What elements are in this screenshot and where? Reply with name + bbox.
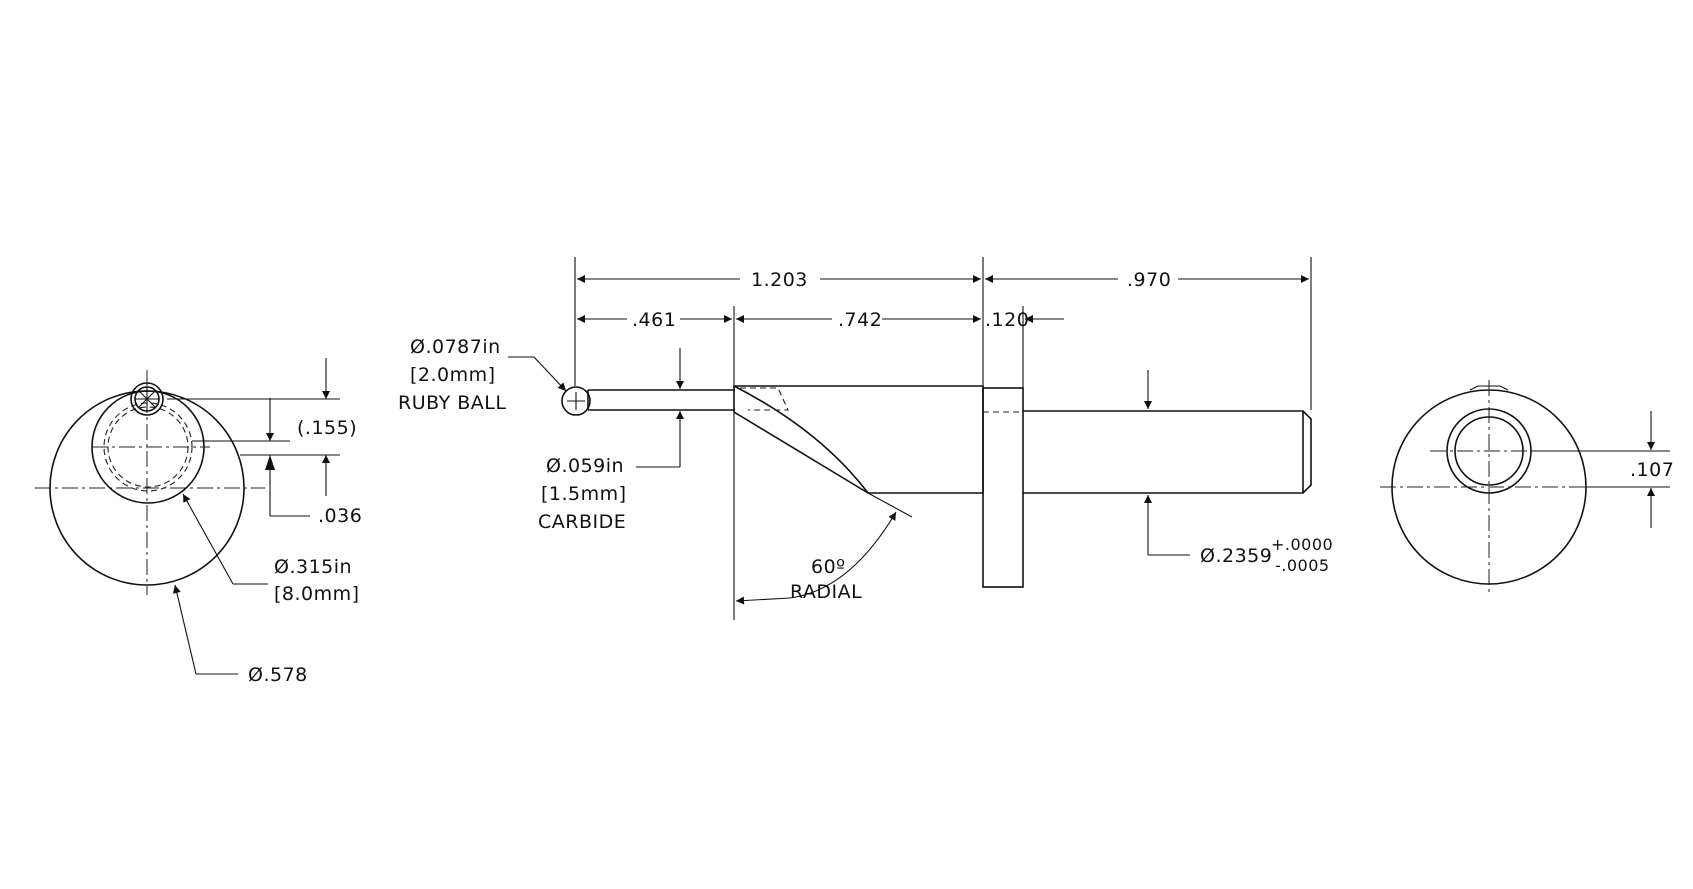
label-outer-dia: Ø.578 <box>248 664 308 686</box>
dim-label-overall-length: 1.203 <box>751 269 808 291</box>
shank <box>1023 410 1312 494</box>
left-view-ruby-ball-circle <box>130 382 164 416</box>
dim-label-offset-small: .036 <box>318 505 362 527</box>
label-body-dia: Ø.315in <box>274 556 352 578</box>
label-angle-type: RADIAL <box>790 581 862 603</box>
label-shank-tol-minus: -.0005 <box>1275 556 1330 575</box>
label-ruby-dia: Ø.0787in <box>410 336 501 358</box>
dim-label-shank-length: .970 <box>1127 269 1171 291</box>
angle-arc-upper <box>789 511 897 599</box>
label-shank-dia: Ø.2359 <box>1200 545 1272 567</box>
label-stem-dia: Ø.059in <box>546 455 624 477</box>
angle-arrow-left <box>735 596 791 605</box>
right-end-view: .107 <box>1380 380 1674 594</box>
right-view-flange-flat <box>1469 385 1509 391</box>
dim-label-offset-ref: (.155) <box>297 417 357 439</box>
leader-outer-dia <box>172 584 197 675</box>
flange <box>982 387 1024 588</box>
cutter-radial-edge <box>733 385 869 494</box>
label-angle: 60º <box>811 556 846 578</box>
angle-ext-line <box>867 492 913 518</box>
label-ruby-name: RUBY BALL <box>398 392 506 414</box>
left-end-view: (.155) .036 Ø.315in [8.0mm] Ø.578 <box>35 358 362 686</box>
dim-label-stem-length: .461 <box>632 309 676 331</box>
side-view: 1.203 .970 .461 .742 .120 Ø.0787in [2.0m… <box>398 257 1333 620</box>
label-ruby-mm: [2.0mm] <box>410 364 496 386</box>
label-body-mm: [8.0mm] <box>274 583 360 605</box>
cutter-hidden-tip <box>740 387 789 411</box>
dim-label-cutter-length: .742 <box>838 309 882 331</box>
dim-label-right-offset: .107 <box>1630 459 1674 481</box>
dim-arrowhead-036-bottom <box>265 455 275 470</box>
leader-ruby <box>533 356 567 392</box>
ruby-cross-d2 <box>138 390 156 408</box>
ruby-ball <box>561 386 591 416</box>
dim-label-flange-width: .120 <box>985 309 1029 331</box>
cutter-body <box>733 385 984 494</box>
left-view-hidden-circle-outer <box>103 402 193 492</box>
label-stem-material: CARBIDE <box>538 511 626 533</box>
leader-body-dia <box>182 493 234 585</box>
label-stem-mm: [1.5mm] <box>541 483 627 505</box>
label-shank-tol-plus: +.0000 <box>1271 535 1333 554</box>
